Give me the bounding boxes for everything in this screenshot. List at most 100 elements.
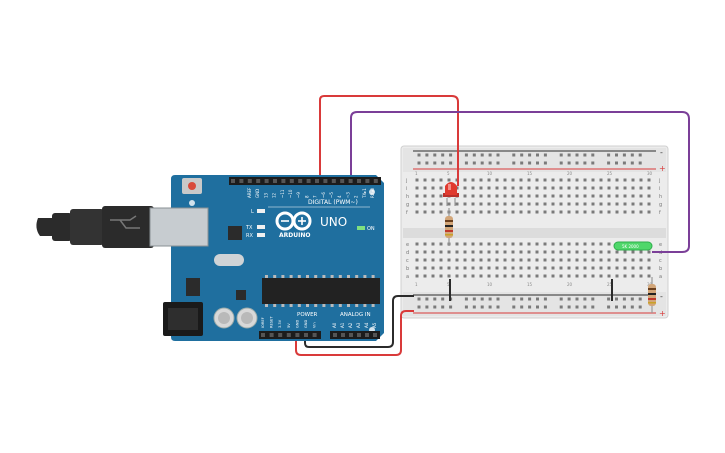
breadboard-hole[interactable] (423, 186, 427, 190)
breadboard-hole[interactable] (423, 242, 427, 246)
breadboard-hole[interactable] (639, 186, 643, 190)
breadboard-hole[interactable] (575, 178, 579, 182)
breadboard-hole[interactable] (447, 202, 451, 206)
header-pin[interactable] (273, 179, 277, 183)
header-pin[interactable] (306, 179, 311, 183)
rail-hole[interactable] (607, 153, 611, 157)
header-pin[interactable] (281, 179, 286, 183)
breadboard-hole[interactable] (431, 210, 435, 214)
breadboard-hole[interactable] (527, 242, 531, 246)
rail-hole[interactable] (472, 305, 476, 309)
breadboard-hole[interactable] (647, 250, 651, 254)
header-pin[interactable] (357, 333, 361, 337)
purple-wire-pin3-to-sensor[interactable] (350, 111, 690, 253)
breadboard-hole[interactable] (487, 250, 491, 254)
rail-hole[interactable] (520, 297, 524, 301)
breadboard-hole[interactable] (519, 250, 523, 254)
breadboard-hole[interactable] (535, 242, 539, 246)
breadboard-hole[interactable] (591, 210, 595, 214)
breadboard-hole[interactable] (631, 266, 635, 270)
breadboard-hole[interactable] (471, 210, 475, 214)
breadboard-hole[interactable] (559, 194, 563, 198)
rail-hole[interactable] (591, 297, 595, 301)
breadboard-hole[interactable] (455, 266, 459, 270)
breadboard-hole[interactable] (647, 202, 651, 206)
rail-hole[interactable] (512, 305, 516, 309)
breadboard-hole[interactable] (479, 210, 483, 214)
rail-hole[interactable] (607, 297, 611, 301)
breadboard-hole[interactable] (511, 242, 515, 246)
header-pin[interactable] (247, 179, 252, 183)
breadboard-hole[interactable] (479, 258, 483, 262)
breadboard-hole[interactable] (455, 274, 459, 278)
breadboard-hole[interactable] (527, 250, 531, 254)
breadboard-hole[interactable] (631, 202, 635, 206)
breadboard-hole[interactable] (567, 178, 571, 182)
breadboard-hole[interactable] (583, 210, 587, 214)
breadboard-hole[interactable] (463, 202, 467, 206)
header-pin[interactable] (341, 333, 345, 337)
rail-hole[interactable] (433, 153, 437, 157)
breadboard-hole[interactable] (431, 194, 435, 198)
breadboard-hole[interactable] (599, 178, 603, 182)
analog-header[interactable] (330, 331, 380, 339)
breadboard-hole[interactable] (487, 266, 491, 270)
rail-hole[interactable] (559, 161, 563, 165)
breadboard-hole[interactable] (567, 258, 571, 262)
rail-hole[interactable] (417, 161, 421, 165)
breadboard-hole[interactable] (495, 242, 499, 246)
rail-hole[interactable] (520, 161, 524, 165)
breadboard-hole[interactable] (423, 202, 427, 206)
breadboard-hole[interactable] (551, 242, 555, 246)
breadboard-hole[interactable] (607, 266, 611, 270)
breadboard-hole[interactable] (495, 178, 499, 182)
breadboard-hole[interactable] (551, 266, 555, 270)
breadboard-hole[interactable] (583, 186, 587, 190)
breadboard-hole[interactable] (471, 274, 475, 278)
breadboard-hole[interactable] (503, 202, 507, 206)
breadboard-hole[interactable] (511, 258, 515, 262)
breadboard-hole[interactable] (415, 194, 419, 198)
breadboard-hole[interactable] (535, 250, 539, 254)
breadboard-hole[interactable] (623, 210, 627, 214)
breadboard-hole[interactable] (471, 258, 475, 262)
arduino-uno[interactable]: L TX RX ON ARDUINO UNO DIGITAL (PWM~) PO… (36, 175, 384, 341)
breadboard-hole[interactable] (495, 210, 499, 214)
breadboard-hole[interactable] (543, 194, 547, 198)
rail-hole[interactable] (536, 153, 539, 157)
breadboard-hole[interactable] (527, 210, 531, 214)
breadboard-hole[interactable] (527, 258, 531, 262)
breadboard-hole[interactable] (519, 210, 523, 214)
header-pin[interactable] (331, 179, 336, 183)
breadboard-hole[interactable] (623, 202, 627, 206)
rail-hole[interactable] (528, 305, 532, 309)
breadboard-hole[interactable] (631, 274, 635, 278)
breadboard-hole[interactable] (647, 258, 651, 262)
breadboard-hole[interactable] (551, 202, 555, 206)
rail-hole[interactable] (583, 305, 587, 309)
breadboard-hole[interactable] (615, 258, 619, 262)
breadboard-hole[interactable] (599, 258, 603, 262)
breadboard-hole[interactable] (503, 274, 507, 278)
rail-hole[interactable] (425, 305, 429, 309)
rail-hole[interactable] (638, 161, 642, 165)
breadboard-hole[interactable] (463, 258, 467, 262)
breadboard-hole[interactable] (431, 178, 435, 182)
header-pin[interactable] (315, 179, 319, 183)
breadboard-hole[interactable] (559, 210, 563, 214)
breadboard-hole[interactable] (479, 266, 483, 270)
breadboard-hole[interactable] (471, 266, 475, 270)
rail-hole[interactable] (575, 161, 579, 165)
breadboard-hole[interactable] (623, 266, 627, 270)
breadboard-hole[interactable] (551, 274, 555, 278)
breadboard-hole[interactable] (439, 186, 443, 190)
breadboard-hole[interactable] (567, 266, 571, 270)
breadboard-hole[interactable] (623, 178, 627, 182)
breadboard-hole[interactable] (607, 258, 611, 262)
breadboard-hole[interactable] (519, 266, 523, 270)
breadboard-hole[interactable] (623, 274, 627, 278)
breadboard-hole[interactable] (455, 242, 459, 246)
breadboard-hole[interactable] (423, 250, 427, 254)
breadboard-hole[interactable] (535, 178, 539, 182)
breadboard-hole[interactable] (479, 250, 483, 254)
